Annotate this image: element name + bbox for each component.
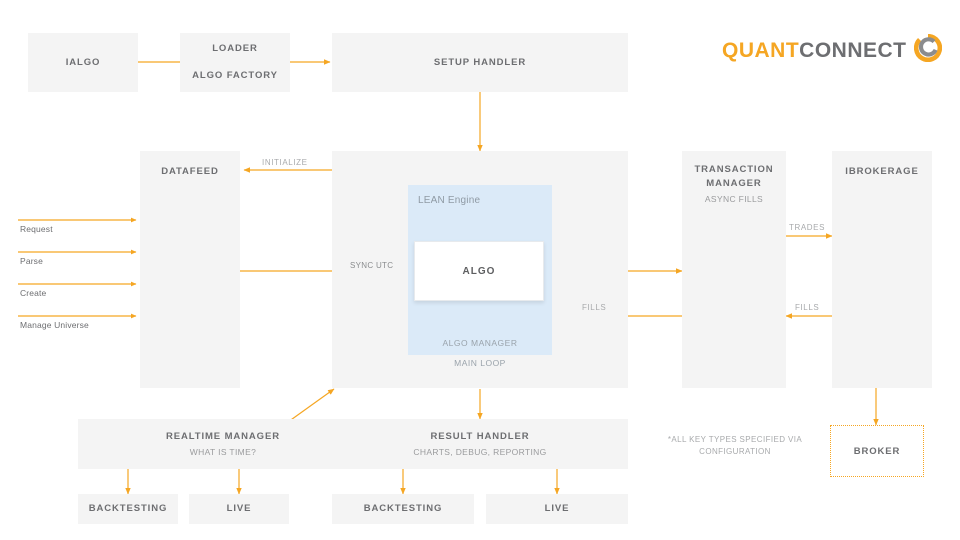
lean-engine-title: LEAN Engine bbox=[418, 195, 481, 206]
logo-text-connect: CONNECT bbox=[799, 39, 907, 62]
box-realtime-backtesting[interactable]: BACKTESTING bbox=[78, 494, 178, 524]
box-ibrokerage[interactable]: IBROKERAGE bbox=[832, 151, 932, 388]
box-result-live-title: LIVE bbox=[544, 503, 570, 514]
box-datafeed[interactable]: DATAFEED bbox=[140, 151, 240, 388]
box-ibrokerage-title: IBROKERAGE bbox=[845, 166, 919, 177]
box-algo-factory-title: ALGO FACTORY bbox=[192, 70, 278, 81]
arrow-realtime-to-engine bbox=[287, 388, 335, 423]
box-algo-title: ALGO bbox=[462, 265, 496, 277]
label-input-parse: Parse bbox=[20, 256, 43, 266]
box-transaction-manager-title: TRANSACTION MANAGER bbox=[694, 164, 774, 189]
box-realtime-live-title: LIVE bbox=[226, 503, 252, 514]
box-loader-title: LOADER bbox=[212, 43, 258, 54]
box-realtime-manager[interactable]: REALTIME MANAGER WHAT IS TIME? bbox=[78, 419, 368, 469]
label-input-manage-universe: Manage Universe bbox=[20, 320, 89, 330]
box-broker-title: BROKER bbox=[853, 445, 901, 457]
box-datafeed-title: DATAFEED bbox=[161, 166, 219, 177]
box-transaction-manager-subtitle: ASYNC FILLS bbox=[704, 194, 764, 204]
box-setup-handler-title: SETUP HANDLER bbox=[433, 56, 527, 68]
box-result-live[interactable]: LIVE bbox=[486, 494, 628, 524]
box-ialgo-title: IALGO bbox=[65, 56, 101, 68]
label-fills-engine: FILLS bbox=[582, 303, 607, 312]
box-broker[interactable]: BROKER bbox=[830, 425, 924, 477]
logo-text-quant: QUANT bbox=[722, 39, 800, 62]
label-fills-brokerage: FILLS bbox=[795, 303, 820, 312]
box-result-handler[interactable]: RESULT HANDLER CHARTS, DEBUG, REPORTING bbox=[332, 419, 628, 469]
label-trades: TRADES bbox=[789, 223, 826, 232]
label-input-create: Create bbox=[20, 288, 47, 298]
box-realtime-manager-subtitle: WHAT IS TIME? bbox=[189, 447, 257, 457]
box-realtime-backtesting-title: BACKTESTING bbox=[88, 503, 168, 514]
box-ialgo[interactable]: IALGO bbox=[28, 33, 138, 92]
box-realtime-manager-title: REALTIME MANAGER bbox=[166, 431, 280, 442]
algo-manager-label: ALGO MANAGER bbox=[442, 338, 518, 348]
box-result-handler-subtitle: CHARTS, DEBUG, REPORTING bbox=[413, 447, 547, 457]
label-input-request: Request bbox=[20, 224, 53, 234]
label-sync-utc: SYNC UTC bbox=[350, 261, 394, 270]
box-realtime-live[interactable]: LIVE bbox=[189, 494, 289, 524]
label-initialize: INITIALIZE bbox=[262, 158, 308, 167]
engine-main-loop-label: MAIN LOOP bbox=[454, 358, 506, 368]
quantconnect-mark-icon bbox=[913, 33, 942, 67]
footnote-key-types: *ALL KEY TYPES SPECIFIED VIA CONFIGURATI… bbox=[667, 435, 803, 456]
box-setup-handler[interactable]: SETUP HANDLER bbox=[332, 33, 628, 92]
box-result-handler-title: RESULT HANDLER bbox=[430, 431, 530, 442]
box-transaction-manager[interactable]: TRANSACTION MANAGER ASYNC FILLS bbox=[682, 151, 786, 388]
box-loader[interactable]: LOADER ALGO FACTORY bbox=[180, 33, 290, 92]
box-result-backtesting[interactable]: BACKTESTING bbox=[332, 494, 474, 524]
box-algo[interactable]: ALGO bbox=[414, 241, 544, 301]
box-result-backtesting-title: BACKTESTING bbox=[363, 503, 443, 514]
